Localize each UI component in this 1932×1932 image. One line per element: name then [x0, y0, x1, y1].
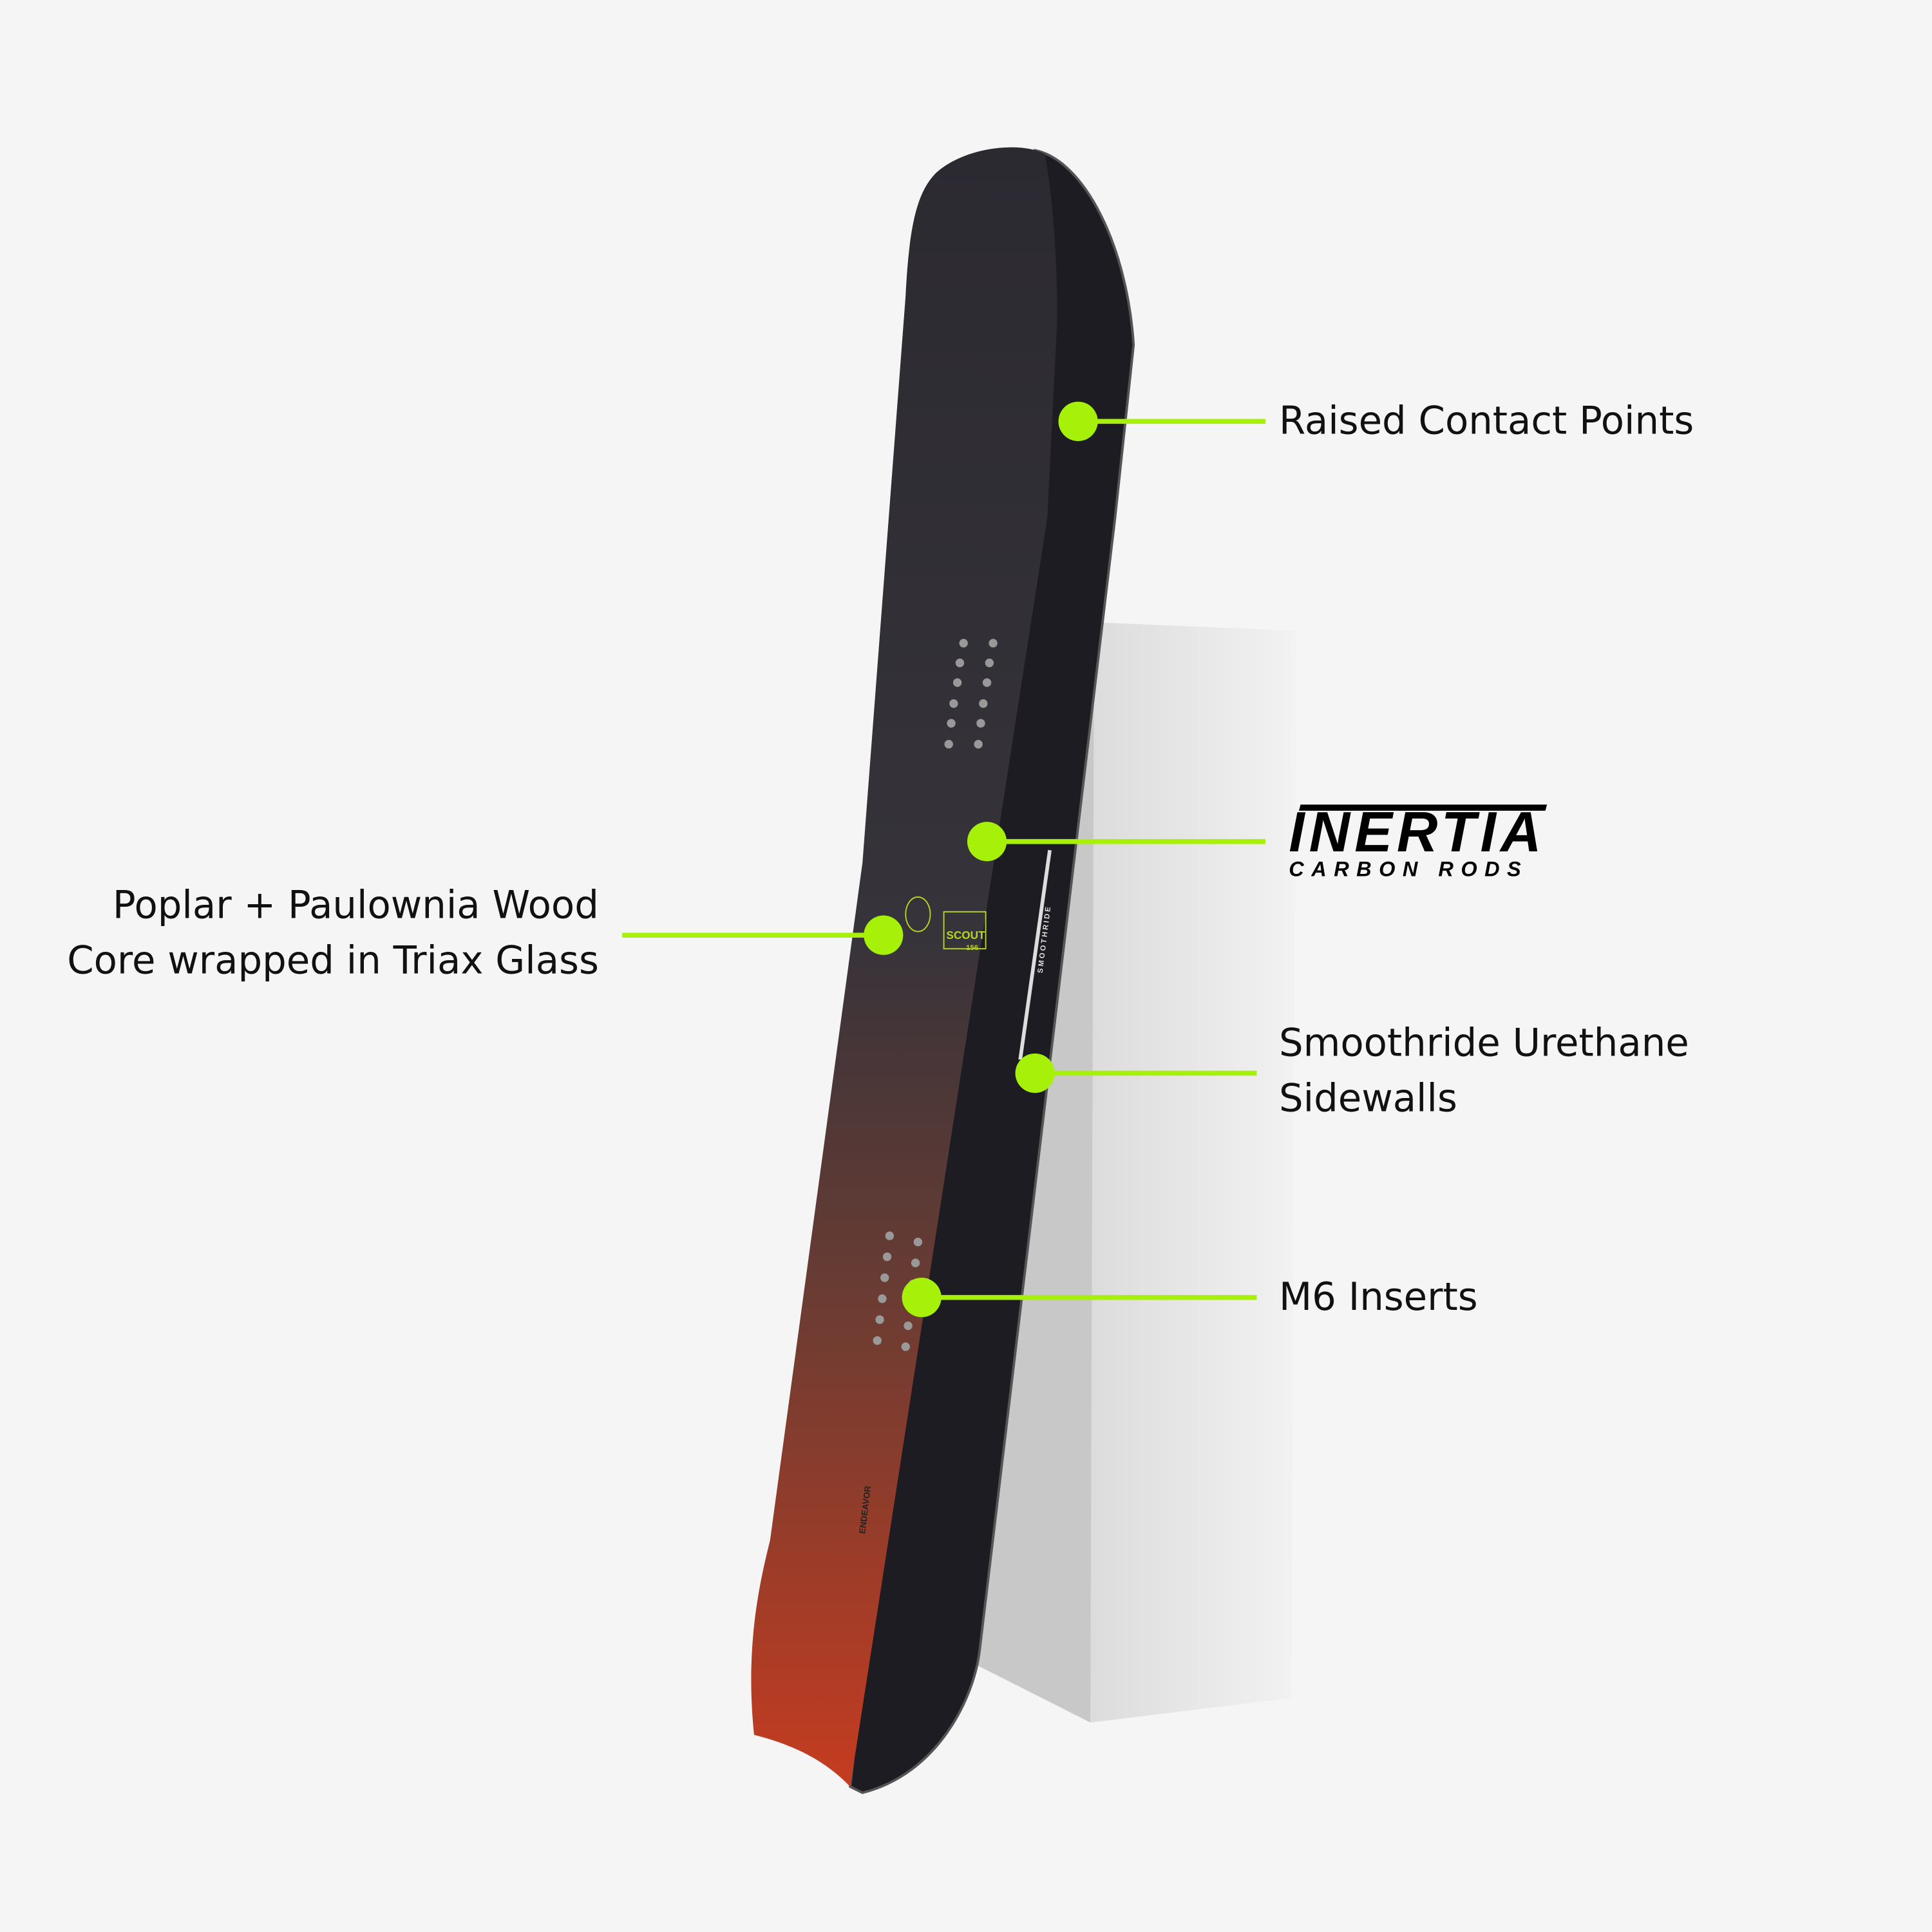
callout-label: Raised Contact Points	[1279, 398, 1694, 442]
callout-label-line2: Core wrapped in Triax Glass	[67, 938, 599, 982]
callout-dot	[1015, 1053, 1055, 1094]
callout-label: M6 Inserts	[1279, 1274, 1478, 1319]
callout-raised-contact-points: Raised Contact Points	[1058, 398, 1694, 442]
sidewall-stripe	[1018, 849, 1052, 1060]
callout-label-line1: Poplar + Paulownia Wood	[113, 882, 599, 927]
callout-dot	[967, 822, 1007, 862]
callout-dot	[1058, 401, 1098, 441]
callout-label-line1: Smoothride Urethane	[1279, 1021, 1689, 1065]
callout-sidewalls: Smoothride Urethane Sidewalls	[1015, 1021, 1689, 1121]
board-model: SCOUT	[946, 929, 985, 942]
callout-core: Poplar + Paulownia Wood Core wrapped in …	[67, 882, 904, 982]
callout-dot	[864, 915, 904, 955]
globe-graphic	[905, 896, 931, 933]
snowboard: SCOUT 156 SMOOTHRIDE ENDEAVOR	[751, 147, 1135, 1794]
insert-pack-front	[944, 639, 998, 749]
svg-text:INERTIA: INERTIA	[1289, 800, 1541, 864]
callout-label-line2: Sidewalls	[1279, 1076, 1457, 1121]
graphic-frame	[943, 911, 987, 950]
svg-text:CARBON RODS: CARBON RODS	[1289, 857, 1528, 880]
inertia-logo: INERTIA CARBON RODS	[1289, 800, 1548, 880]
callout-dot	[902, 1278, 942, 1318]
board-size: 156	[966, 944, 978, 952]
callout-inserts: M6 Inserts	[902, 1274, 1478, 1319]
